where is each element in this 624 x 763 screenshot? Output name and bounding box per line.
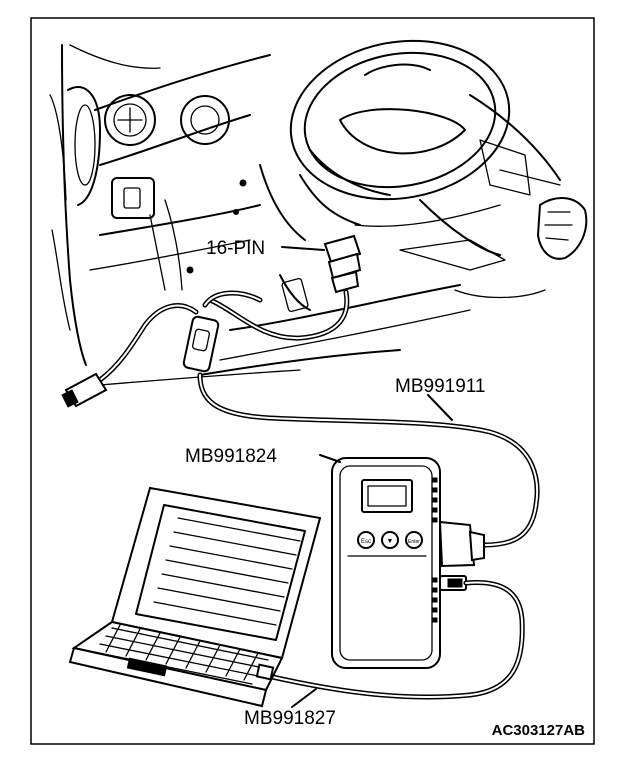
laptop-keyboard (93, 624, 269, 685)
button-esc-label: Esc (361, 539, 371, 545)
button-enter-label: Enter (408, 539, 420, 545)
mb991827-leader (291, 688, 317, 708)
cable-mb991827 (265, 579, 525, 708)
laptop-touchpad (126, 657, 168, 677)
connector-leader (281, 246, 325, 251)
cable-mb991911 (61, 289, 540, 548)
label-mb991824: MB991824 (185, 446, 277, 467)
interface-grip-ribs (431, 477, 438, 623)
mb991824-leader (319, 454, 341, 463)
mb991911-leader (427, 394, 453, 421)
y-junction (182, 315, 220, 373)
db-connector (438, 520, 476, 568)
button-down-label: ▼ (387, 538, 394, 545)
figure-code: AC303127AB (492, 722, 586, 739)
label-mb991827: MB991827 (244, 708, 336, 729)
label-16-pin: 16-PIN (206, 238, 265, 259)
dashboard-illustration (49, 39, 588, 386)
figure-frame (30, 17, 595, 745)
interface-unit: Esc ▼ Enter (319, 454, 485, 669)
obd-connector (281, 234, 362, 294)
laptop (68, 486, 322, 708)
label-mb991911: MB991911 (395, 376, 486, 397)
